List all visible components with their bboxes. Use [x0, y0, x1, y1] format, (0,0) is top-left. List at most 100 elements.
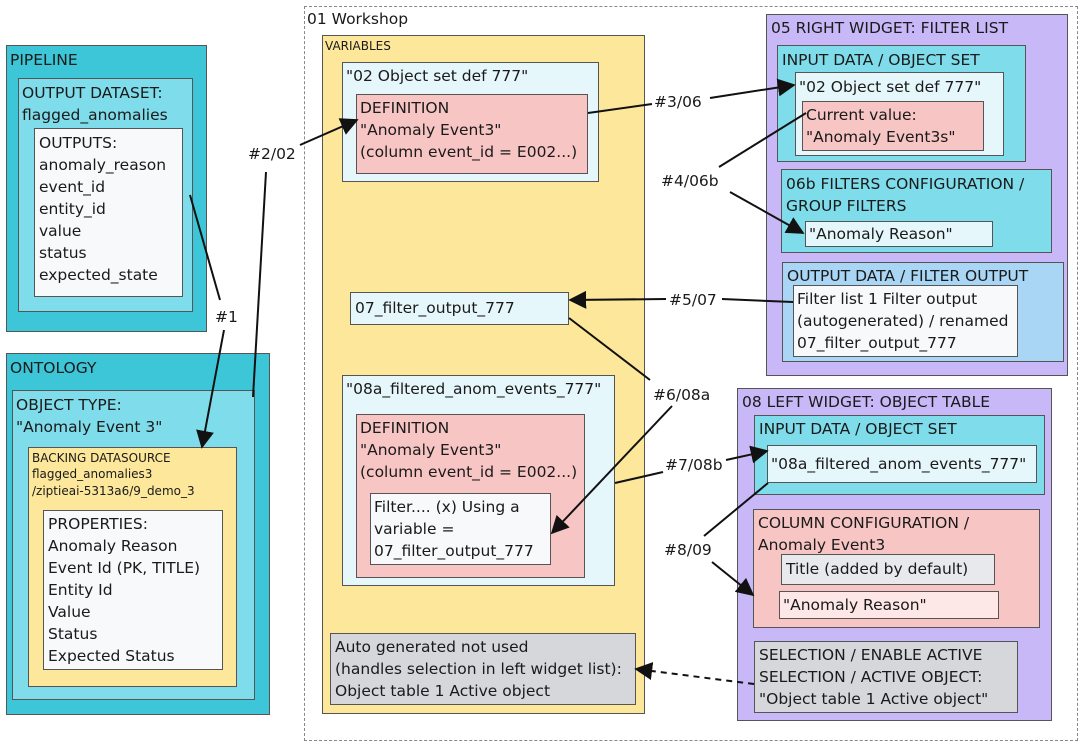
link-2-line-b	[299, 118, 359, 146]
link-5-line-b	[568, 290, 667, 309]
lw-anomaly-reason: "Anomaly Reason"	[783, 596, 927, 614]
link-2-label: #2/02	[248, 144, 296, 164]
right-widget-title: 05 RIGHT WIDGET: FILTER LIST	[771, 19, 1009, 37]
link-1-line-a	[189, 194, 221, 301]
link-4-label: #4/06b	[661, 171, 719, 191]
rw-output-line: (autogenerated) / renamed	[797, 312, 1009, 330]
ontology-title: ONTOLOGY	[10, 359, 97, 377]
selection-link-line	[634, 662, 755, 685]
lw-selection-box: SELECTION / ENABLE ACTIVE SELECTION / AC…	[754, 641, 1018, 713]
outputs-box: OUTPUTS: anomaly_reason event_id entity_…	[34, 128, 183, 297]
definition1-box: DEFINITION "Anomaly Event3" (column even…	[356, 94, 588, 174]
auto-generated-box: Auto generated not used (handles selecti…	[330, 633, 636, 705]
variables-title: VARIABLES	[325, 39, 391, 53]
workshop-title: 01 Workshop	[307, 10, 409, 28]
link-7-line-b	[725, 445, 769, 464]
link-5-label: #5/07	[669, 290, 717, 310]
rw-current-value: "Anomaly Event3s"	[806, 128, 956, 146]
link-8-line-b	[711, 561, 755, 597]
backing-path: /ziptieai-5313a6/9_demo_3	[32, 484, 195, 498]
output-field: value	[39, 222, 82, 240]
definition1-type: "Anomaly Event3"	[360, 121, 502, 139]
rw-output-title: OUTPUT DATA / FILTER OUTPUT	[787, 267, 1029, 285]
rw-output-line: Filter list 1 Filter output	[797, 290, 978, 308]
lw-input-value-box: "08a_filtered_anom_events_777"	[767, 445, 1037, 483]
workshop-frame: 01 Workshop	[304, 6, 1078, 741]
property-item: Expected Status	[48, 647, 175, 665]
backing-dataset: flagged_anomalies3	[32, 467, 153, 481]
definition1-filter: (column event_id = E002...)	[360, 143, 578, 161]
filter-output-var-name: 07_filter_output_777	[355, 299, 515, 317]
output-dataset-label: OUTPUT DATASET:	[22, 84, 163, 102]
outputs-label: OUTPUTS:	[39, 134, 118, 152]
lw-title-default: Title (added by default)	[786, 560, 969, 578]
backing-label: BACKING DATASOURCE	[32, 451, 171, 465]
link-6-line-b	[550, 405, 673, 535]
properties-box: PROPERTIES: Anomaly Reason Event Id (PK,…	[43, 510, 223, 670]
link-1-label: #1	[215, 307, 238, 327]
link-8-label: #8/09	[664, 540, 712, 560]
output-field: expected_state	[39, 266, 158, 284]
output-field: anomaly_reason	[39, 156, 167, 174]
link-5-line-a	[721, 298, 794, 303]
output-field: status	[39, 244, 87, 262]
auto-generated-line: Auto generated not used	[335, 638, 529, 656]
property-item: Entity Id	[48, 581, 113, 599]
rw-current-value-box: Current value: "Anomaly Event3s"	[802, 101, 984, 151]
lw-selection-line: "Object table 1 Active object"	[759, 690, 989, 708]
link-1-line-b	[196, 329, 225, 449]
lw-selection-line: SELECTION / ACTIVE OBJECT:	[759, 668, 983, 686]
rw-filters-title: 06b FILTERS CONFIGURATION /	[786, 175, 1025, 193]
link-6-label: #6/08a	[653, 385, 711, 405]
output-dataset-name: flagged_anomalies	[22, 106, 168, 124]
definition2-filter: (column event_id = E002...)	[360, 463, 578, 481]
property-item: Status	[48, 625, 98, 643]
definition1-label: DEFINITION	[360, 99, 450, 117]
property-item: Anomaly Reason	[48, 537, 178, 555]
filter-variable-line: Filter.... (x) Using a	[374, 498, 520, 516]
filter-variable-box: Filter.... (x) Using a variable = 07_fil…	[370, 493, 551, 565]
rw-filters-value-box: "Anomaly Reason"	[805, 221, 993, 247]
left-widget-title: 08 LEFT WIDGET: OBJECT TABLE	[742, 393, 991, 411]
link-8-line-a	[703, 482, 769, 537]
link-3-line-b	[709, 78, 796, 99]
auto-generated-line: (handles selection in left widget list):	[335, 660, 622, 678]
rw-filters-box: 06b FILTERS CONFIGURATION / GROUP FILTER…	[781, 169, 1052, 253]
filter-output-var-box: 07_filter_output_777	[350, 292, 569, 325]
output-field: event_id	[39, 178, 106, 196]
output-field: entity_id	[39, 200, 106, 218]
properties-label: PROPERTIES:	[48, 515, 148, 533]
lw-column-title: COLUMN CONFIGURATION /	[758, 514, 970, 532]
link-3-line-a	[587, 103, 653, 114]
link-3-label: #3/06	[654, 92, 702, 112]
lw-input-value: "08a_filtered_anom_events_777"	[771, 455, 1027, 473]
rw-input-title: INPUT DATA / OBJECT SET	[782, 51, 980, 69]
auto-generated-line: Object table 1 Active object	[335, 682, 551, 700]
rw-filters-title: GROUP FILTERS	[786, 197, 907, 215]
rw-input-value: "02 Object set def 777"	[799, 78, 982, 96]
rw-output-line: 07_filter_output_777	[797, 334, 957, 352]
filter-variable-line: variable =	[374, 520, 455, 538]
rw-current-label: Current value:	[806, 106, 917, 124]
filter-variable-line: 07_filter_output_777	[374, 542, 534, 560]
definition2-type: "Anomaly Event3"	[360, 441, 502, 459]
link-2-line-a	[252, 171, 267, 398]
object-type-name: "Anomaly Event 3"	[16, 418, 163, 436]
object-set-var-name: "02 Object set def 777"	[346, 67, 529, 85]
object-type-label: OBJECT TYPE:	[16, 396, 122, 414]
lw-selection-line: SELECTION / ENABLE ACTIVE	[759, 646, 983, 664]
rw-filters-value: "Anomaly Reason"	[809, 225, 953, 243]
lw-column-title: Anomaly Event3	[758, 536, 886, 554]
lw-title-default-box: Title (added by default)	[781, 554, 995, 585]
link-4-line-b	[729, 191, 805, 234]
lw-input-title: INPUT DATA / OBJECT SET	[759, 420, 957, 438]
property-item: Value	[48, 603, 91, 621]
link-4-line-a	[718, 112, 807, 168]
pipeline-title: PIPELINE	[10, 51, 78, 69]
property-item: Event Id (PK, TITLE)	[48, 559, 201, 577]
lw-anomaly-reason-box: "Anomaly Reason"	[779, 591, 999, 619]
rw-output-value-box: Filter list 1 Filter output (autogenerat…	[793, 285, 1018, 357]
filtered-var-name: "08a_filtered_anom_events_777"	[346, 380, 602, 398]
link-7-label: #7/08b	[665, 455, 723, 475]
